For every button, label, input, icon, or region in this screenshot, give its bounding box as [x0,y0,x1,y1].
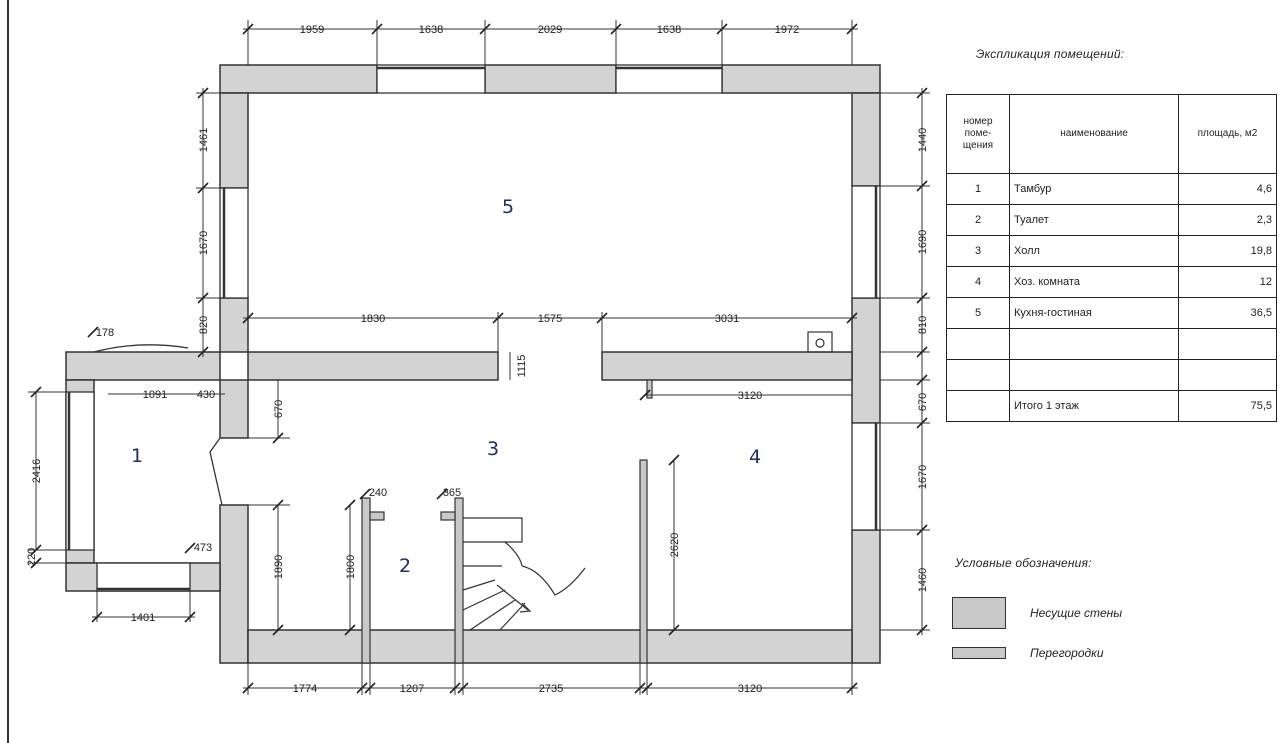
room-number-2: 2 [399,555,411,577]
explication-header-row: номер поме-щения наименование площадь, м… [946,94,1277,174]
row-area: 4,6 [1178,173,1277,205]
dimension-labels: 1959 1638 2029 1638 1972 1774 1207 2735 … [26,24,929,695]
dim-wc-left-height: 1890 [273,555,285,579]
total-name: Итого 1 этаж [1009,390,1179,422]
row-number [946,328,1010,360]
dim-top-5: 1972 [775,24,799,36]
dim-inner-2: 1575 [538,313,562,325]
dim-wc-height: 1800 [345,555,357,579]
table-row: 4 Хоз. комната 12 [946,266,1277,298]
dimension-lines [28,20,930,695]
row-area [1178,359,1277,391]
row-number: 5 [946,297,1010,329]
windows [65,64,881,592]
dim-door-small-1: 240 [369,487,387,499]
dim-room4-width: 3120 [738,390,762,402]
table-row [946,359,1277,391]
table-row [946,328,1277,360]
dim-vestibule-corner-bottom: 473 [194,542,212,554]
dimension-ticks [30,23,928,694]
legend-title: Условные обозначения: [955,556,1092,570]
dim-bottom-1: 1774 [293,683,317,695]
dim-right-1: 1440 [917,128,929,152]
dim-door-small-2: 365 [443,487,461,499]
bearing-wall-swatch [952,597,1006,629]
partition-swatch [952,647,1006,659]
total-area: 75,5 [1178,390,1277,422]
row-area: 2,3 [1178,204,1277,236]
room-number-5: 5 [502,196,514,218]
dim-vestibule-height: 2416 [31,459,43,483]
dim-left-3: 820 [198,316,210,334]
header-number: номер поме-щения [946,94,1010,174]
dim-hall-upper: 670 [273,400,285,418]
dim-vestibule-split-2: 430 [197,389,215,401]
row-number: 3 [946,235,1010,267]
dim-right-6: 1460 [917,568,929,592]
room-numbers: 1 2 3 4 5 [131,196,761,577]
explication-table: номер поме-щения наименование площадь, м… [946,94,1277,422]
dim-inner-1: 1830 [361,313,385,325]
dim-vestibule-corner-top: 178 [96,327,114,339]
dim-bottom-3: 2735 [539,683,563,695]
dim-left-1: 1461 [198,128,210,152]
dim-right-3: 810 [917,316,929,334]
explication-title: Экспликация помещений: [976,47,1125,61]
dim-room4-height: 2620 [669,533,681,557]
dim-right-2: 1690 [917,230,929,254]
row-number: 4 [946,266,1010,298]
dim-bottom-4: 3120 [738,683,762,695]
total-number [946,390,1010,422]
row-area: 19,8 [1178,235,1277,267]
legend-item-bearing-walls: Несущие стены [952,597,1122,629]
dim-top-1: 1959 [300,24,324,36]
walls [65,64,881,664]
dim-vestibule-split-1: 1091 [143,389,167,401]
table-row: 3 Холл 19,8 [946,235,1277,267]
dim-top-4: 1638 [657,24,681,36]
dim-hall-door: 1115 [516,355,528,378]
dim-bottom-2: 1207 [400,683,424,695]
legend-label-bearing-walls: Несущие стены [1030,606,1123,620]
staircase [462,517,586,631]
row-name [1009,359,1179,391]
stove-icon [807,331,833,353]
room-number-1: 1 [131,445,143,467]
partitions [361,379,653,664]
row-number: 1 [946,173,1010,205]
row-area [1178,328,1277,360]
room-number-4: 4 [749,446,761,468]
table-row: 1 Тамбур 4,6 [946,173,1277,205]
row-number [946,359,1010,391]
header-area: площадь, м2 [1178,94,1277,174]
row-name [1009,328,1179,360]
dim-right-4: 670 [917,393,929,411]
table-row: 2 Туалет 2,3 [946,204,1277,236]
table-total-row: Итого 1 этаж 75,5 [946,390,1277,422]
row-name: Хоз. комната [1009,266,1179,298]
dim-vestibule-top: 1401 [131,612,155,624]
legend-item-partitions: Перегородки [952,646,1104,660]
row-number: 2 [946,204,1010,236]
table-row: 5 Кухня-гостиная 36,5 [946,297,1277,329]
room-number-3: 3 [487,438,499,460]
dim-vestibule-left-small: 220 [26,548,38,566]
legend-label-partitions: Перегородки [1030,646,1104,660]
dim-top-3: 2029 [538,24,562,36]
dim-right-5: 1670 [917,465,929,489]
row-name: Туалет [1009,204,1179,236]
dim-left-2: 1670 [198,231,210,255]
row-area: 36,5 [1178,297,1277,329]
row-area: 12 [1178,266,1277,298]
dim-inner-3: 3031 [715,313,739,325]
entry-door [93,344,223,506]
row-name: Холл [1009,235,1179,267]
header-name: наименование [1009,94,1179,174]
row-name: Тамбур [1009,173,1179,205]
row-name: Кухня-гостиная [1009,297,1179,329]
dim-top-2: 1638 [419,24,443,36]
